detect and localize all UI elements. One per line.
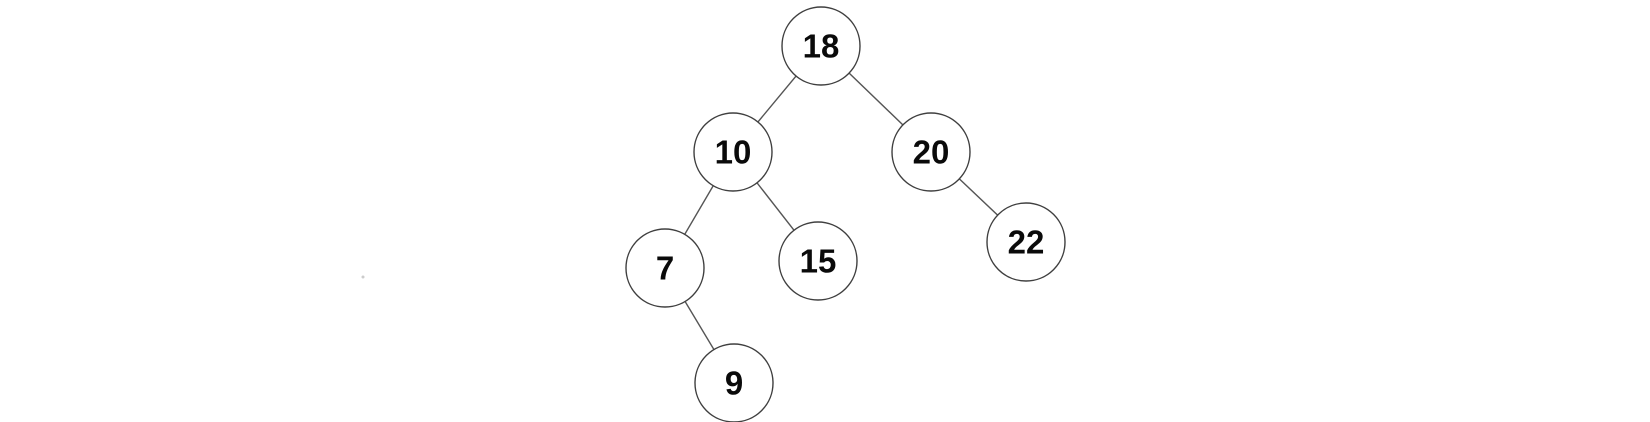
- tree-node-15: 15: [778, 221, 858, 301]
- node-circle: [625, 228, 705, 308]
- tree-node-7: 7: [625, 228, 705, 308]
- tree-node-10: 10: [693, 112, 773, 192]
- node-circle: [778, 221, 858, 301]
- node-label: 10: [715, 134, 752, 171]
- tree-nodes: 18 10 20 7 15 22 9: [625, 6, 1066, 422]
- tree-edges: [664, 45, 1027, 384]
- smudge-artifact: [361, 275, 365, 279]
- node-circle: [693, 112, 773, 192]
- tree-node-22: 22: [986, 202, 1066, 282]
- node-label: 22: [1008, 224, 1045, 261]
- node-label: 20: [913, 134, 950, 171]
- node-label: 18: [803, 28, 840, 65]
- node-circle: [781, 6, 861, 86]
- node-label: 9: [725, 365, 743, 402]
- node-circle: [694, 343, 774, 422]
- tree-node-18: 18: [781, 6, 861, 86]
- node-label: 15: [800, 243, 837, 280]
- tree-node-20: 20: [891, 112, 971, 192]
- node-label: 7: [656, 250, 674, 287]
- node-circle: [986, 202, 1066, 282]
- tree-node-9: 9: [694, 343, 774, 422]
- node-circle: [891, 112, 971, 192]
